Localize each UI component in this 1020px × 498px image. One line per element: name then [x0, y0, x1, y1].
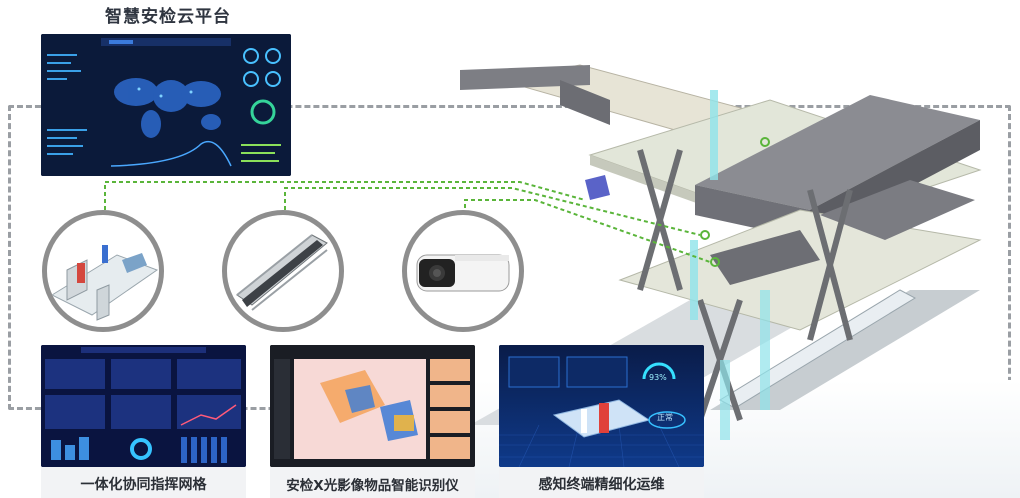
ops-caption: 感知终端精细化运维 [538, 477, 665, 493]
grid-caption: 一体化协同指挥网格 [80, 477, 207, 493]
security-gate-icon [50, 245, 159, 321]
page-title: 智慧安检云平台 [105, 7, 231, 27]
dashboard-graphic [41, 34, 291, 176]
xray-caption: 安检X光影像物品智能识别仪 [286, 478, 459, 494]
ops-percent: 93% [649, 373, 667, 382]
camera-icon [416, 254, 510, 292]
grid-command-panel [41, 345, 246, 467]
ops-caption-bg [499, 467, 704, 498]
xray-image-graphic [270, 345, 475, 467]
ops-graphic [499, 345, 704, 467]
grid-dashboard-graphic [41, 345, 246, 467]
camera-circle [402, 210, 524, 332]
grid-caption-bg [41, 467, 246, 498]
xray-recognition-panel [270, 345, 475, 467]
xray-caption-bg [270, 467, 475, 498]
cloud-platform-dashboard [41, 34, 291, 176]
ops-status-label: 正常 [657, 413, 673, 422]
security-gate-circle [42, 210, 164, 332]
escalator-circle [222, 210, 344, 332]
terminal-ops-panel: 93% 正常 [499, 345, 704, 467]
escalator-icon [236, 234, 328, 311]
